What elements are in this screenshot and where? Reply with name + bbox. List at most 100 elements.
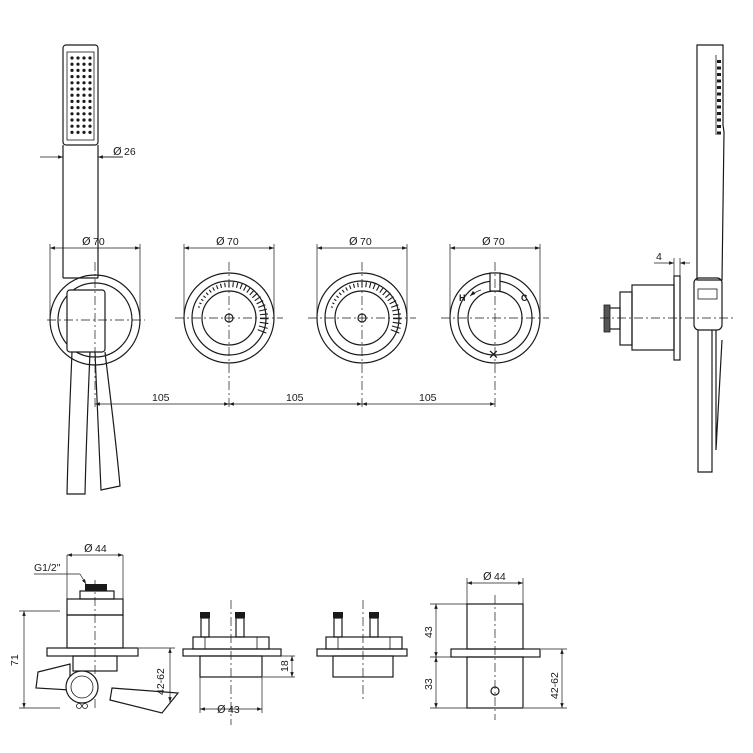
nozzle-dot [82,106,86,110]
nozzle-dot [76,124,80,128]
hand-shower-front-view [62,44,121,495]
nozzle-dot [70,106,74,110]
scale-tick [330,306,334,308]
scale-tick [391,325,401,329]
nozzle-dot [82,124,86,128]
nozzle-dot [82,87,86,91]
diameter-symbol: Ø [482,235,491,248]
nozzle-dot [717,131,721,135]
nozzle-dot [70,130,74,134]
scale-tick [199,302,202,305]
scale-tick [197,306,201,308]
nozzle-dot [717,112,721,115]
cross-mark: ✕ [488,348,499,363]
scale-tick [203,295,206,299]
overall-depth-label: 71 [9,654,21,666]
scale-tick [376,285,380,291]
nozzle-dot [76,130,80,134]
nozzle-dot [76,112,80,116]
nozzle-dot [70,99,74,103]
scale-tick [259,308,268,312]
nozzle-dot [76,93,80,97]
nozzle-dot [76,81,80,85]
scale-tick [239,283,243,290]
nozzle-dot [88,124,92,128]
plate-diameter-label: 70 [227,236,239,248]
scale-tick [252,292,258,299]
nozzle-dot [82,118,86,122]
scale-tick [254,296,261,302]
nozzle-dot [76,62,80,66]
plate-diameter-label: 70 [360,236,372,248]
nozzle-dot [88,56,92,60]
nozzle-dot [70,87,74,91]
nozzle-dot [88,130,92,134]
diameter-symbol: Ø [82,235,91,248]
diameter-symbol: Ø [216,235,225,248]
nozzle-dot [88,106,92,110]
scale-tick [212,287,215,291]
nozzle-dot [717,86,721,89]
nozzle-dot [82,81,86,85]
scale-tick [259,313,269,316]
plate-thickness-label: 4 [656,251,662,263]
nozzle-dot [70,118,74,122]
nozzle-dot [88,75,92,79]
scale-tick [205,292,209,296]
nozzle-dot [82,62,86,66]
body-depth-label: 18 [279,660,291,672]
shower-holder-plate [47,262,145,410]
nozzle-dot [82,75,86,79]
scale-tick [246,287,251,293]
scale-tick [368,282,372,289]
plate-diameter-label: 70 [93,236,105,248]
scale-tick [208,289,212,293]
valve-body-section-4: Ø 44 43 33 42-62 [423,570,567,720]
hot-label: H [459,293,466,303]
diameter-symbol: Ø [84,542,93,555]
nozzle-dot [88,68,92,72]
scale-tick [258,325,268,329]
depth-range-label: 42-62 [549,672,561,699]
scale-tick [372,283,376,290]
rear-diameter-label: 43 [228,704,240,716]
nozzle-dot [70,93,74,97]
nozzle-dot [76,118,80,122]
nozzle-dot [717,60,721,63]
nozzle-dot [82,112,86,116]
nozzle-dot [76,106,80,110]
scale-tick [385,292,391,299]
spacing-label: 105 [419,392,437,404]
shower-side-view: 4 [600,44,735,473]
thread-label: G1/2" [34,562,61,574]
dim-shower-diameter: Ø 26 [40,145,136,159]
scale-tick [249,289,255,296]
dim-label: 26 [124,146,136,158]
scale-tick [215,285,219,290]
lower-height-label: 33 [423,678,435,690]
nozzle-dot [88,87,92,91]
spacing-label: 105 [152,392,170,404]
dim-label: 44 [95,543,107,555]
scale-tick [357,282,359,288]
scale-tick [235,282,239,289]
scale-tick [219,283,223,289]
nozzle-dot [76,87,80,91]
shower-nozzle-grid [70,56,92,134]
scale-tick [379,287,384,293]
cold-label: C [521,293,528,303]
nozzle-dot [88,62,92,66]
scale-tick [336,295,339,299]
valve-body-section-1: Ø 44 G1/2" 71 42-62 [9,542,180,714]
scale-tick [338,292,342,296]
nozzle-dot [717,66,721,70]
scale-tick [257,329,267,334]
diameter-symbol: Ø [217,703,226,716]
nozzle-dot [717,73,721,76]
scale-tick [257,304,266,308]
diameter-symbol: Ø [483,570,492,583]
scale-tick [200,298,204,302]
nozzle-dot [70,75,74,79]
